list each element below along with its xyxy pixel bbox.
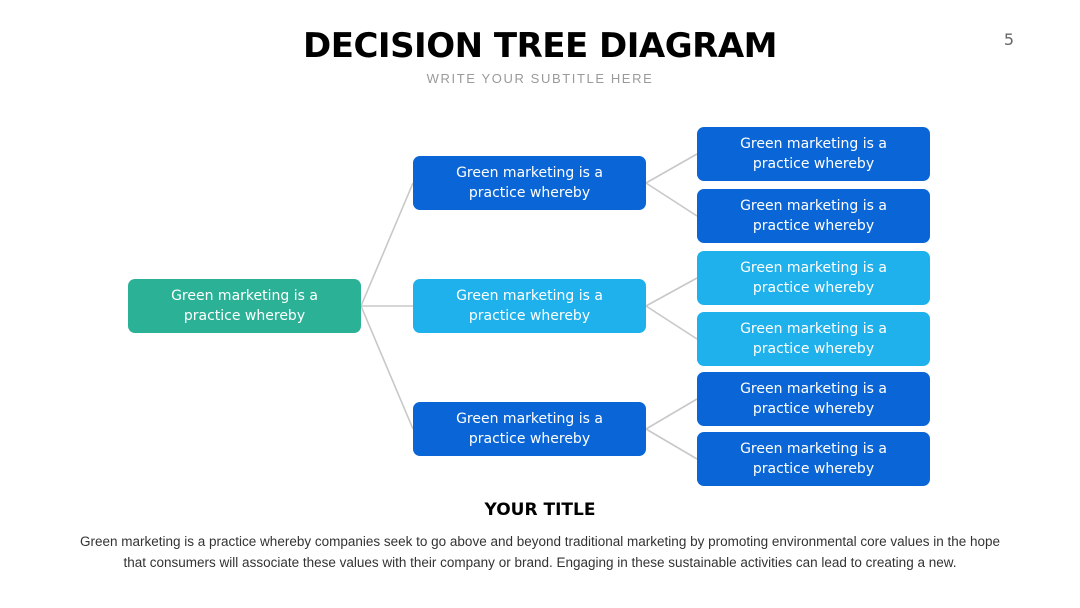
branch-node-1[interactable]: Green marketing is a practice whereby (413, 156, 646, 210)
leaf-node-text: Green marketing is a practice whereby (740, 381, 887, 417)
branch-node-2[interactable]: Green marketing is a practice whereby (413, 279, 646, 333)
leaf-node-text: Green marketing is a practice whereby (740, 441, 887, 477)
leaf-node-4[interactable]: Green marketing is a practice whereby (697, 312, 930, 366)
leaf-node-1[interactable]: Green marketing is a practice whereby (697, 127, 930, 181)
leaf-node-6[interactable]: Green marketing is a practice whereby (697, 432, 930, 486)
branch-leaf-connector (645, 153, 698, 184)
branch-leaf-connector (645, 305, 698, 340)
branch-node-text: Green marketing is a practice whereby (456, 165, 603, 201)
branch-node-text: Green marketing is a practice whereby (456, 411, 603, 447)
root-node-text: Green marketing is a practice whereby (171, 288, 318, 324)
root-branch-connector (360, 182, 414, 307)
leaf-node-text: Green marketing is a practice whereby (740, 198, 887, 234)
connector-group (360, 153, 698, 460)
footer-body: Green marketing is a practice whereby co… (79, 534, 1001, 570)
branch-leaf-connector (645, 277, 698, 307)
branch-node-3[interactable]: Green marketing is a practice whereby (413, 402, 646, 456)
root-branch-connector (360, 305, 414, 430)
leaf-node-text: Green marketing is a practice whereby (740, 260, 887, 296)
branch-leaf-connector (645, 398, 698, 430)
leaf-node-5[interactable]: Green marketing is a practice whereby (697, 372, 930, 426)
footer-title: YOUR TITLE (484, 500, 596, 520)
leaf-node-3[interactable]: Green marketing is a practice whereby (697, 251, 930, 305)
leaf-node-2[interactable]: Green marketing is a practice whereby (697, 189, 930, 243)
leaf-node-text: Green marketing is a practice whereby (740, 136, 887, 172)
page-title: DECISION TREE DIAGRAM (303, 26, 777, 66)
root-node[interactable]: Green marketing is a practice whereby (128, 279, 361, 333)
page-subtitle: WRITE YOUR SUBTITLE HERE (426, 71, 654, 86)
branch-node-text: Green marketing is a practice whereby (456, 288, 603, 324)
leaf-node-text: Green marketing is a practice whereby (740, 321, 887, 357)
page-number: 5 (1003, 30, 1014, 49)
branch-leaf-connector (645, 428, 698, 460)
branch-leaf-connector (645, 182, 698, 217)
